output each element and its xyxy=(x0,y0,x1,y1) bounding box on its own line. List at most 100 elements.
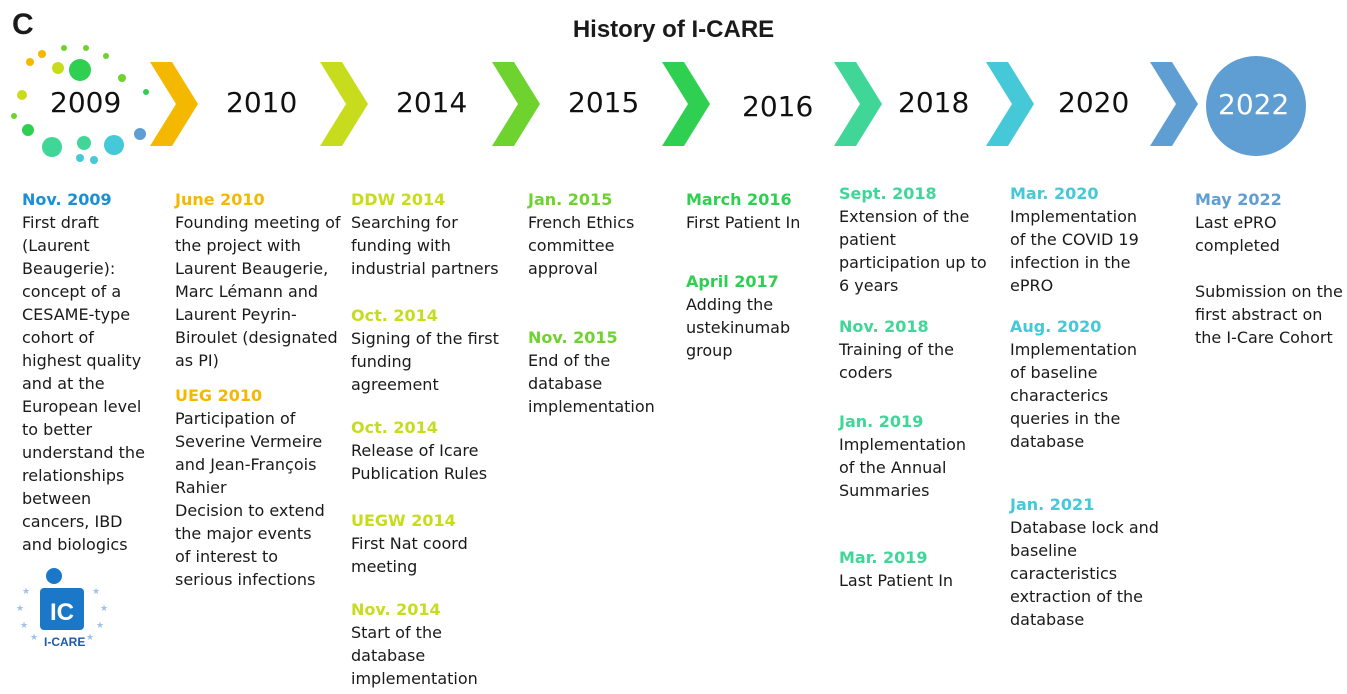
event: June 2010 Founding meeting of the projec… xyxy=(175,188,355,372)
event: Mar. 2020 Implementation of the COVID 19… xyxy=(1010,182,1170,297)
timeline-graphic xyxy=(11,45,1306,164)
event: Sept. 2018 Extension of the patient part… xyxy=(839,182,999,297)
event-date: Aug. 2020 xyxy=(1010,317,1102,336)
event-text: Implementation of baseline characterics … xyxy=(1010,340,1138,451)
column-2022: May 2022 Last ePRO completed Submission … xyxy=(1195,188,1345,363)
svg-text:★: ★ xyxy=(20,621,28,631)
event-text: Training of the coders xyxy=(839,340,954,382)
event-text: Signing of the first funding agreement xyxy=(351,329,499,394)
event: Oct. 2014 Signing of the first funding a… xyxy=(351,304,521,396)
event: Nov. 2018 Training of the coders xyxy=(839,315,999,384)
event-text: Start of the database implementation xyxy=(351,623,478,688)
logo-label: I-CARE xyxy=(44,635,86,649)
event: Nov. 2015 End of the database implementa… xyxy=(528,326,678,418)
event-date: March 2016 xyxy=(686,190,792,209)
event: Jan. 2021 Database lock and baseline car… xyxy=(1010,493,1170,631)
chevron-2014 xyxy=(320,62,368,146)
event: Nov. 2014 Start of the database implemen… xyxy=(351,598,521,690)
circle-2022 xyxy=(1206,56,1306,156)
event-text: Last Patient In xyxy=(839,571,954,590)
event-date: Nov. 2009 xyxy=(22,190,112,209)
year-label-2014: 2014 xyxy=(396,86,468,119)
svg-text:★: ★ xyxy=(96,621,104,631)
event-text: Participation of Severine Vermeire and J… xyxy=(175,409,325,589)
year-label-2018: 2018 xyxy=(898,86,970,119)
event-date: Jan. 2019 xyxy=(839,412,924,431)
event-text: Last ePRO completed Submission on the fi… xyxy=(1195,213,1343,347)
event-text: Extension of the patient participation u… xyxy=(839,207,987,295)
event-date: Jan. 2021 xyxy=(1010,495,1095,514)
chevron-2010 xyxy=(150,62,198,146)
year-label-2015: 2015 xyxy=(568,86,640,119)
event-date: Oct. 2014 xyxy=(351,418,438,437)
svg-text:★: ★ xyxy=(100,604,108,614)
event: Jan. 2015 French Ethics committee approv… xyxy=(528,188,678,280)
svg-text:★: ★ xyxy=(30,633,38,643)
event-date: Mar. 2019 xyxy=(839,548,928,567)
column-2009: Nov. 2009 First draft (Laurent Beaugerie… xyxy=(22,188,162,570)
event: March 2016 First Patient In xyxy=(686,188,826,234)
event: May 2022 Last ePRO completed Submission … xyxy=(1195,188,1345,349)
event-text: End of the database implementation xyxy=(528,351,655,416)
event-text: Founding meeting of the project with Lau… xyxy=(175,213,341,370)
event-date: DDW 2014 xyxy=(351,190,446,209)
chevron-2015 xyxy=(492,62,540,146)
column-2018: Sept. 2018 Extension of the patient part… xyxy=(839,182,999,606)
year-label-2009: 2009 xyxy=(50,86,122,119)
column-2010: June 2010 Founding meeting of the projec… xyxy=(175,188,355,605)
event-date: Oct. 2014 xyxy=(351,306,438,325)
event-date: May 2022 xyxy=(1195,190,1282,209)
chevron-2016 xyxy=(662,62,710,146)
event: Nov. 2009 First draft (Laurent Beaugerie… xyxy=(22,188,162,556)
column-2015: Jan. 2015 French Ethics committee approv… xyxy=(528,188,678,432)
panel-letter: C xyxy=(12,8,34,41)
dots-cluster-2009 xyxy=(11,45,149,164)
event: DDW 2014 Searching for funding with indu… xyxy=(351,188,521,280)
event: UEGW 2014 First Nat coord meeting xyxy=(351,509,521,578)
event-date: Nov. 2015 xyxy=(528,328,618,347)
event: April 2017 Adding the ustekinumab group xyxy=(686,270,826,362)
event-text: French Ethics committee approval xyxy=(528,213,635,278)
diagram-title: History of I-CARE xyxy=(572,16,775,43)
event-text: Implementation of the Annual Summaries xyxy=(839,435,967,500)
column-2020: Mar. 2020 Implementation of the COVID 19… xyxy=(1010,182,1170,645)
event-date: Nov. 2018 xyxy=(839,317,929,336)
event-date: Nov. 2014 xyxy=(351,600,441,619)
year-label-2022: 2022 xyxy=(1218,88,1290,121)
event-text: Implementation of the COVID 19 infection… xyxy=(1010,207,1139,295)
svg-text:★: ★ xyxy=(16,604,24,614)
event-date: Jan. 2015 xyxy=(528,190,613,209)
event: Aug. 2020 Implementation of baseline cha… xyxy=(1010,315,1170,453)
icare-logo: ★ ★ ★ ★ ★ ★ ★ ★ IC xyxy=(16,568,108,643)
event-date: Sept. 2018 xyxy=(839,184,937,203)
event: UEG 2010 Participation of Severine Verme… xyxy=(175,384,355,591)
event-text: Release of Icare Publication Rules xyxy=(351,441,488,483)
svg-text:★: ★ xyxy=(92,587,100,597)
event-date: UEGW 2014 xyxy=(351,511,456,530)
event: Oct. 2014 Release of Icare Publication R… xyxy=(351,416,521,485)
chevron-2022 xyxy=(1150,62,1198,146)
event-date: April 2017 xyxy=(686,272,779,291)
year-label-2020: 2020 xyxy=(1058,86,1130,119)
logo-stars-ring: ★ ★ ★ ★ ★ ★ ★ ★ xyxy=(16,587,108,643)
event-date: Mar. 2020 xyxy=(1010,184,1099,203)
event-text: First Patient In xyxy=(686,213,801,232)
event: Jan. 2019 Implementation of the Annual S… xyxy=(839,410,999,502)
year-label-2010: 2010 xyxy=(226,86,298,119)
event-text: Searching for funding with industrial pa… xyxy=(351,213,499,278)
event-text: Database lock and baseline caracteristic… xyxy=(1010,518,1159,629)
event-text: First Nat coord meeting xyxy=(351,534,468,576)
svg-text:★: ★ xyxy=(22,587,30,597)
event-date: UEG 2010 xyxy=(175,386,263,405)
event-text: First draft (Laurent Beaugerie): concept… xyxy=(22,213,145,554)
column-2014: DDW 2014 Searching for funding with indu… xyxy=(351,188,521,690)
event-date: June 2010 xyxy=(175,190,265,209)
svg-text:★: ★ xyxy=(86,633,94,643)
chevron-2018 xyxy=(834,62,882,146)
logo-mark: IC xyxy=(50,599,74,626)
chevron-2020 xyxy=(986,62,1034,146)
year-label-2016: 2016 xyxy=(742,90,814,123)
event: Mar. 2019 Last Patient In xyxy=(839,546,999,592)
column-2016: March 2016 First Patient In April 2017 A… xyxy=(686,188,826,376)
event-text: Adding the ustekinumab group xyxy=(686,295,791,360)
